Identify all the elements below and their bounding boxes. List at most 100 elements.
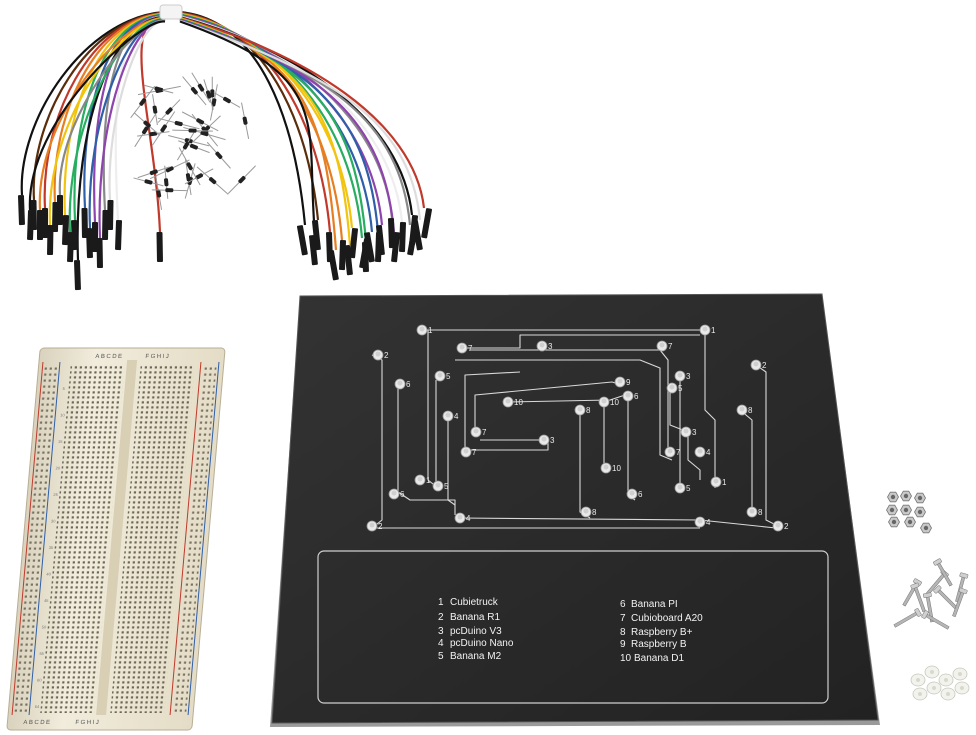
jumper-wire [28,20,166,211]
engraved-trace [455,359,673,461]
resistor [137,131,170,137]
screw [923,592,934,623]
row-number: 5 [62,386,65,391]
jumper-wire [179,20,317,236]
row-number: 55 [39,651,45,656]
resistor [241,102,250,139]
legend-num-5: 5 [438,651,444,662]
jumper-wire [179,16,426,209]
mounting-hole-label: 10 [514,398,523,407]
hole-grid-right [110,365,195,713]
jumper-connector [37,210,43,240]
engraved-trace [470,349,669,450]
jumper-wire [179,15,414,216]
mounting-hole-label: 6 [634,392,639,401]
resistor [227,165,256,194]
screw [893,608,922,628]
column-letters-top-left: ABCDE [95,354,124,360]
resistor [155,176,163,210]
jumper-connector [311,219,321,251]
mounting-hole-label: 8 [758,508,763,517]
mounting-hole-label: 4 [706,518,711,527]
legend-frame [317,550,829,704]
rail-red-line-left [11,362,44,715]
legend-column-left: 1 Cubietruck 2 Banana R1 3 pcDuino V3 4 … [438,597,514,662]
column-letters-bottom-right: FGHIJ [75,720,100,726]
resistor [143,84,174,94]
center-channel [96,360,138,715]
jumper-connector [399,221,407,253]
legend-name-2: Banana R1 [450,612,500,623]
jumper-connector [387,217,395,249]
mounting-hole-label: 3 [686,372,691,381]
resistor [134,113,157,148]
resistor [152,111,176,146]
mounting-hole-label: 1 [711,326,716,335]
jumper-connector [62,214,70,246]
resistor [181,111,219,132]
legend-name-6: Banana PI [631,599,678,610]
resistor [209,84,218,121]
resistor [157,117,200,130]
jumper-connector [375,231,383,263]
jumper-connector [411,220,423,251]
legend-name-7: Cubioboard A20 [631,613,703,624]
cable-tie [159,4,183,20]
row-number: 30 [51,519,57,524]
mounting-hole-label: 4 [706,448,711,457]
jumper-connector [349,227,359,259]
legend-num-2: 2 [438,612,444,623]
mounting-hole-label: 6 [406,380,411,389]
resistor [178,147,201,186]
legend-num-9: 9 [620,639,626,650]
legend-name-1: Cubietruck [450,597,499,608]
engraved-trace [422,329,716,488]
mounting-hole-label: 6 [638,490,643,499]
mounting-hole-label: 8 [592,508,597,517]
legend-num-6: 6 [620,599,626,610]
resistor [213,92,241,108]
mounting-hole-label: 7 [468,344,473,353]
jumper-connector [107,199,114,231]
jumper-wires [17,4,433,291]
jumper-wire [179,15,404,223]
jumper-wire [179,14,394,219]
legend-name-9: Raspberry B [631,639,687,650]
jumper-connector [57,195,63,225]
legend-num-3: 3 [438,626,444,637]
jumper-connector [296,225,308,256]
mounting-hole-label: 1 [428,326,433,335]
column-letters-top-right: FGHIJ [145,354,170,360]
mounting-hole-label: 6 [400,490,405,499]
resistor [178,140,210,154]
resistor [152,94,158,126]
hex-nuts [886,490,932,534]
resistor [172,128,213,133]
row-number: 50 [42,625,48,630]
mounting-hole-label: 7 [676,448,681,457]
rail-blue-line-left [28,362,61,715]
resistor [191,72,211,103]
row-number: 10 [60,413,66,418]
screw [933,558,953,587]
resistor [184,168,214,185]
jumper-connector [102,209,109,241]
legend-name-8: Raspberry B+ [631,627,693,638]
resistor [203,79,214,110]
resistor [149,159,190,180]
engraved-trace [447,415,456,506]
row-number: 20 [55,466,61,471]
mounting-hole-label: 3 [550,436,555,445]
resistor [206,141,231,169]
screw [952,587,968,618]
mounting-hole-label: 5 [446,372,451,381]
jumper-connector [363,232,375,263]
legend-name-5: Banana M2 [450,651,502,662]
row-number: 25 [53,492,59,497]
resistor [157,99,181,123]
jumper-connector [96,237,103,269]
mounting-hole-label: 2 [784,522,789,531]
row-number: 64 [35,704,41,709]
